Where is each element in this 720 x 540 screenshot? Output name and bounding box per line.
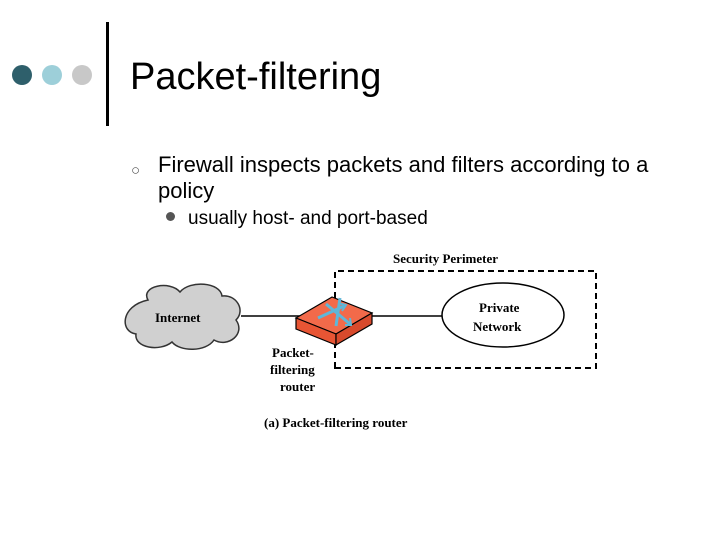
router-icon [294,296,374,347]
sub-bullet-dot-icon [166,212,175,221]
bullet-ring-icon: ○ [131,162,141,179]
slide-title: Packet-filtering [130,56,382,98]
internet-label: Internet [155,310,201,325]
decor-dot-light [42,65,62,85]
router-label-line3: router [280,379,315,394]
router-label-line1: Packet- [272,345,314,360]
bullet-text: Firewall inspects packets and filters ac… [158,152,649,203]
network-label-line2: Network [473,319,522,334]
private-network-ellipse [441,282,565,348]
decor-dot-gray [72,65,92,85]
decor-dot-dark [12,65,32,85]
sub-bullet-text: usually host- and port-based [188,208,428,229]
internet-cloud-icon [124,283,241,350]
title-divider [106,22,109,126]
router-label-line2: filtering [270,362,315,377]
perimeter-label: Security Perimeter [393,251,498,266]
network-label-line1: Private [479,300,520,315]
diagram-caption: (a) Packet-filtering router [264,415,408,430]
